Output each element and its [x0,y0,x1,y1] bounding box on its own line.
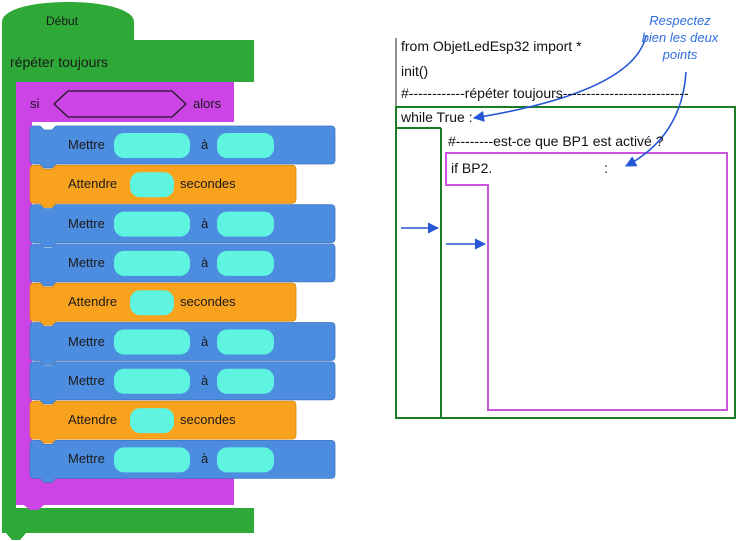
code-line-while: while True : [401,109,473,125]
start-label: Début [46,14,79,28]
if-block-frame [445,152,728,411]
start-hat-block [2,2,134,40]
set-target-slot[interactable] [114,211,190,237]
code-line-comment-repeat: #------------répéter toujours-----------… [401,85,689,101]
seconds-label: secondes [180,294,236,310]
set-block[interactable] [29,361,336,405]
set-label: Mettre [68,254,105,270]
wait-duration-slot[interactable] [130,408,174,434]
to-label: à [201,137,209,152]
code-line-if-colon: : [604,160,608,176]
set-block[interactable] [29,440,336,483]
wait-label: Attendre [68,294,118,310]
while-loop-frame [395,106,736,419]
set-label: Mettre [68,137,105,152]
set-value-slot[interactable] [217,368,274,394]
note-line-1: Respectez [649,13,711,28]
condition-slot[interactable] [53,90,187,118]
set-block[interactable] [29,322,336,365]
set-target-slot[interactable] [114,133,190,158]
wait-block[interactable] [29,282,297,326]
set-target-slot[interactable] [114,447,190,473]
wait-block[interactable] [29,164,297,208]
note-line-2: bien les deux [641,30,719,45]
code-line-if: if BP2. [451,160,493,176]
set-value-slot[interactable] [217,133,274,158]
wait-duration-slot[interactable] [130,290,174,316]
set-label: Mettre [68,215,105,231]
set-target-slot[interactable] [114,250,190,276]
set-block[interactable] [29,204,336,247]
set-label: Mettre [68,333,105,349]
set-label: Mettre [68,372,105,388]
wait-duration-slot[interactable] [130,172,174,198]
set-block[interactable] [29,243,336,287]
set-block[interactable] [29,125,336,169]
note-arrow-if [625,71,687,167]
code-line-import: from ObjetLedEsp32 import * [401,38,582,54]
to-label: à [201,215,209,231]
set-value-slot[interactable] [217,211,274,237]
wait-label: Attendre [68,176,118,192]
set-label: Mettre [68,451,105,467]
set-target-slot[interactable] [114,329,190,355]
instruction-note: Respectez bien les deux points [632,12,728,63]
to-label: à [201,451,209,467]
set-value-slot[interactable] [217,250,274,276]
then-label: alors [193,96,222,111]
note-arrow-while [472,35,647,122]
set-value-slot[interactable] [217,329,274,355]
if-label: si [30,96,40,111]
to-label: à [201,372,209,388]
wait-block[interactable] [29,400,297,444]
set-value-slot[interactable] [217,447,274,473]
wait-label: Attendre [68,412,118,428]
note-line-3: points [662,47,698,62]
seconds-label: secondes [180,412,236,428]
code-line-comment-bp1: #--------est-ce que BP1 est activé ? [448,133,664,149]
to-label: à [201,254,209,270]
set-target-slot[interactable] [114,368,190,394]
seconds-label: secondes [180,176,236,192]
code-line-init: init() [401,63,429,79]
repeat-forever-label: répéter toujours [10,54,109,70]
to-label: à [201,333,209,349]
